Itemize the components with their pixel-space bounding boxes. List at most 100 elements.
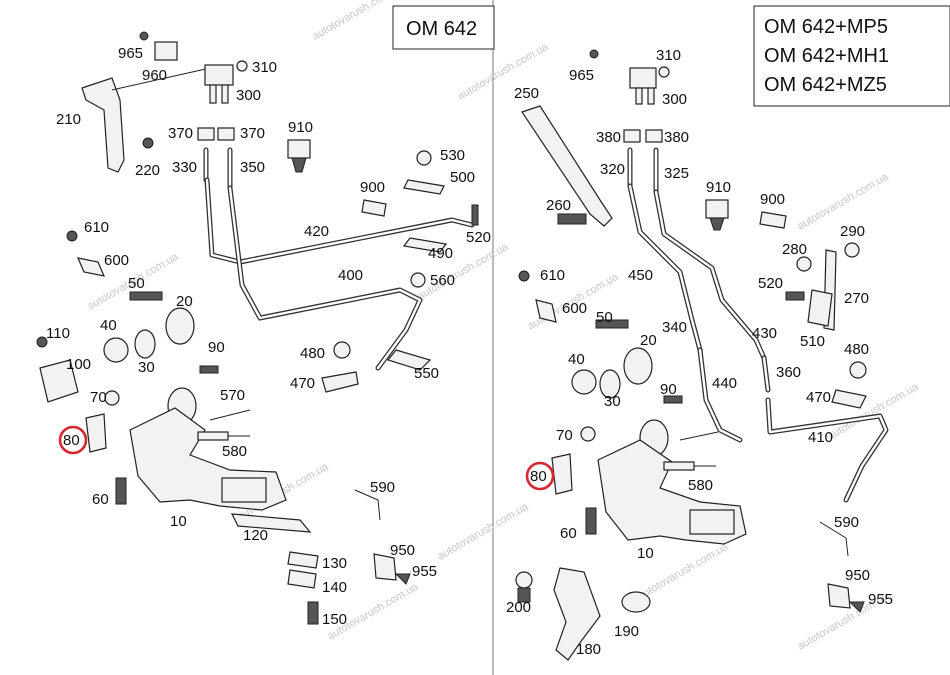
callout-number: 510 xyxy=(800,333,825,350)
callout-number: 570 xyxy=(220,387,245,404)
callout-number: 80 xyxy=(530,468,547,485)
watermark-text: autotovarush.com.ua xyxy=(826,380,922,442)
callout-number: 180 xyxy=(576,641,601,658)
callout-number: 580 xyxy=(688,477,713,494)
callout-number: 250 xyxy=(514,85,539,102)
callout-number: 10 xyxy=(637,545,654,562)
callout-number: 950 xyxy=(390,542,415,559)
callout-number: 330 xyxy=(172,159,197,176)
callout-number: 580 xyxy=(222,443,247,460)
watermark-text: autotovarush.com.ua xyxy=(311,0,407,43)
callout-number: 520 xyxy=(466,229,491,246)
callout-number: 30 xyxy=(604,393,621,410)
callout-number: 500 xyxy=(450,169,475,186)
callout-number: 40 xyxy=(100,317,117,334)
callout-number: 60 xyxy=(92,491,109,508)
callout-number: 420 xyxy=(304,223,329,240)
callout-number: 560 xyxy=(430,272,455,289)
callout-number: 370 xyxy=(168,125,193,142)
callout-number: 140 xyxy=(322,579,347,596)
callout-number: 30 xyxy=(138,359,155,376)
right-panel-drawing: 310 965 300 250 380 380 320 325 910 900 … xyxy=(506,47,893,661)
callout-number: 20 xyxy=(176,293,193,310)
callout-number: 325 xyxy=(664,165,689,182)
right-title-box: OM 642+MP5 OM 642+MH1 OM 642+MZ5 xyxy=(753,5,950,107)
callout-number: 70 xyxy=(556,427,573,444)
callout-number: 380 xyxy=(664,129,689,146)
right-title-line-3: OM 642+MZ5 xyxy=(764,74,887,96)
callout-number: 90 xyxy=(660,381,677,398)
right-title-line-1: OM 642+MP5 xyxy=(764,16,888,38)
callout-number: 20 xyxy=(640,332,657,349)
callout-number: 360 xyxy=(776,364,801,381)
callout-number: 60 xyxy=(560,525,577,542)
callout-number: 530 xyxy=(440,147,465,164)
callout-number: 910 xyxy=(706,179,731,196)
callout-number: 610 xyxy=(540,267,565,284)
callout-number: 280 xyxy=(782,241,807,258)
callout-number: 380 xyxy=(596,129,621,146)
callout-number: 950 xyxy=(845,567,870,584)
callout-number: 40 xyxy=(568,351,585,368)
callout-number: 350 xyxy=(240,159,265,176)
callout-number: 590 xyxy=(370,479,395,496)
callout-number: 480 xyxy=(300,345,325,362)
callout-number: 955 xyxy=(412,563,437,580)
callout-number: 900 xyxy=(760,191,785,208)
callout-number: 50 xyxy=(596,309,613,326)
callout-number: 110 xyxy=(46,325,70,342)
callout-number: 50 xyxy=(128,275,145,292)
callout-number: 130 xyxy=(322,555,347,572)
callout-number: 440 xyxy=(712,375,737,392)
left-title: OM 642 xyxy=(406,18,477,40)
callout-number: 70 xyxy=(90,389,107,406)
highlight-circle-left xyxy=(58,425,88,455)
callout-number: 340 xyxy=(662,319,687,336)
callout-number: 965 xyxy=(569,67,594,84)
callout-number: 310 xyxy=(252,59,277,76)
callout-number: 10 xyxy=(170,513,187,530)
callout-number: 410 xyxy=(808,429,833,446)
callout-number: 470 xyxy=(806,389,831,406)
callout-number: 100 xyxy=(66,356,91,373)
callout-number: 470 xyxy=(290,375,315,392)
callout-number: 610 xyxy=(84,219,109,236)
callout-number: 200 xyxy=(506,599,531,616)
callout-number: 450 xyxy=(628,267,653,284)
callout-number: 370 xyxy=(240,125,265,142)
callout-number: 550 xyxy=(414,365,439,382)
callout-number: 590 xyxy=(834,514,859,531)
callout-number: 300 xyxy=(662,91,687,108)
callout-number: 80 xyxy=(63,432,80,449)
right-title-line-2: OM 642+MH1 xyxy=(764,45,889,67)
callout-number: 520 xyxy=(758,275,783,292)
callout-number: 90 xyxy=(208,339,225,356)
callout-number: 430 xyxy=(752,325,777,342)
callout-number: 150 xyxy=(322,611,347,628)
callout-number: 600 xyxy=(104,252,129,269)
callout-number: 900 xyxy=(360,179,385,196)
callout-number: 190 xyxy=(614,623,639,640)
callout-number: 260 xyxy=(546,197,571,214)
callout-number: 310 xyxy=(656,47,681,64)
callout-number: 480 xyxy=(844,341,869,358)
callout-number: 600 xyxy=(562,300,587,317)
callout-number: 910 xyxy=(288,119,313,136)
callout-number: 955 xyxy=(868,591,893,608)
callout-number: 300 xyxy=(236,87,261,104)
callout-number: 290 xyxy=(840,223,865,240)
left-title-box: OM 642 xyxy=(392,5,495,50)
watermark-text: autotovarush.com.ua xyxy=(436,500,532,562)
highlight-circle-right xyxy=(525,461,555,491)
callout-number: 210 xyxy=(56,111,81,128)
left-panel-drawing: 965 960 310 300 210 370 370 910 220 330 … xyxy=(36,31,491,628)
callout-number: 400 xyxy=(338,267,363,284)
callout-number: 270 xyxy=(844,290,869,307)
callout-number: 320 xyxy=(600,161,625,178)
callout-number: 120 xyxy=(243,527,268,544)
callout-number: 965 xyxy=(118,45,143,62)
callout-number: 220 xyxy=(135,162,160,179)
callout-number: 960 xyxy=(142,67,167,84)
callout-number: 490 xyxy=(428,245,453,262)
